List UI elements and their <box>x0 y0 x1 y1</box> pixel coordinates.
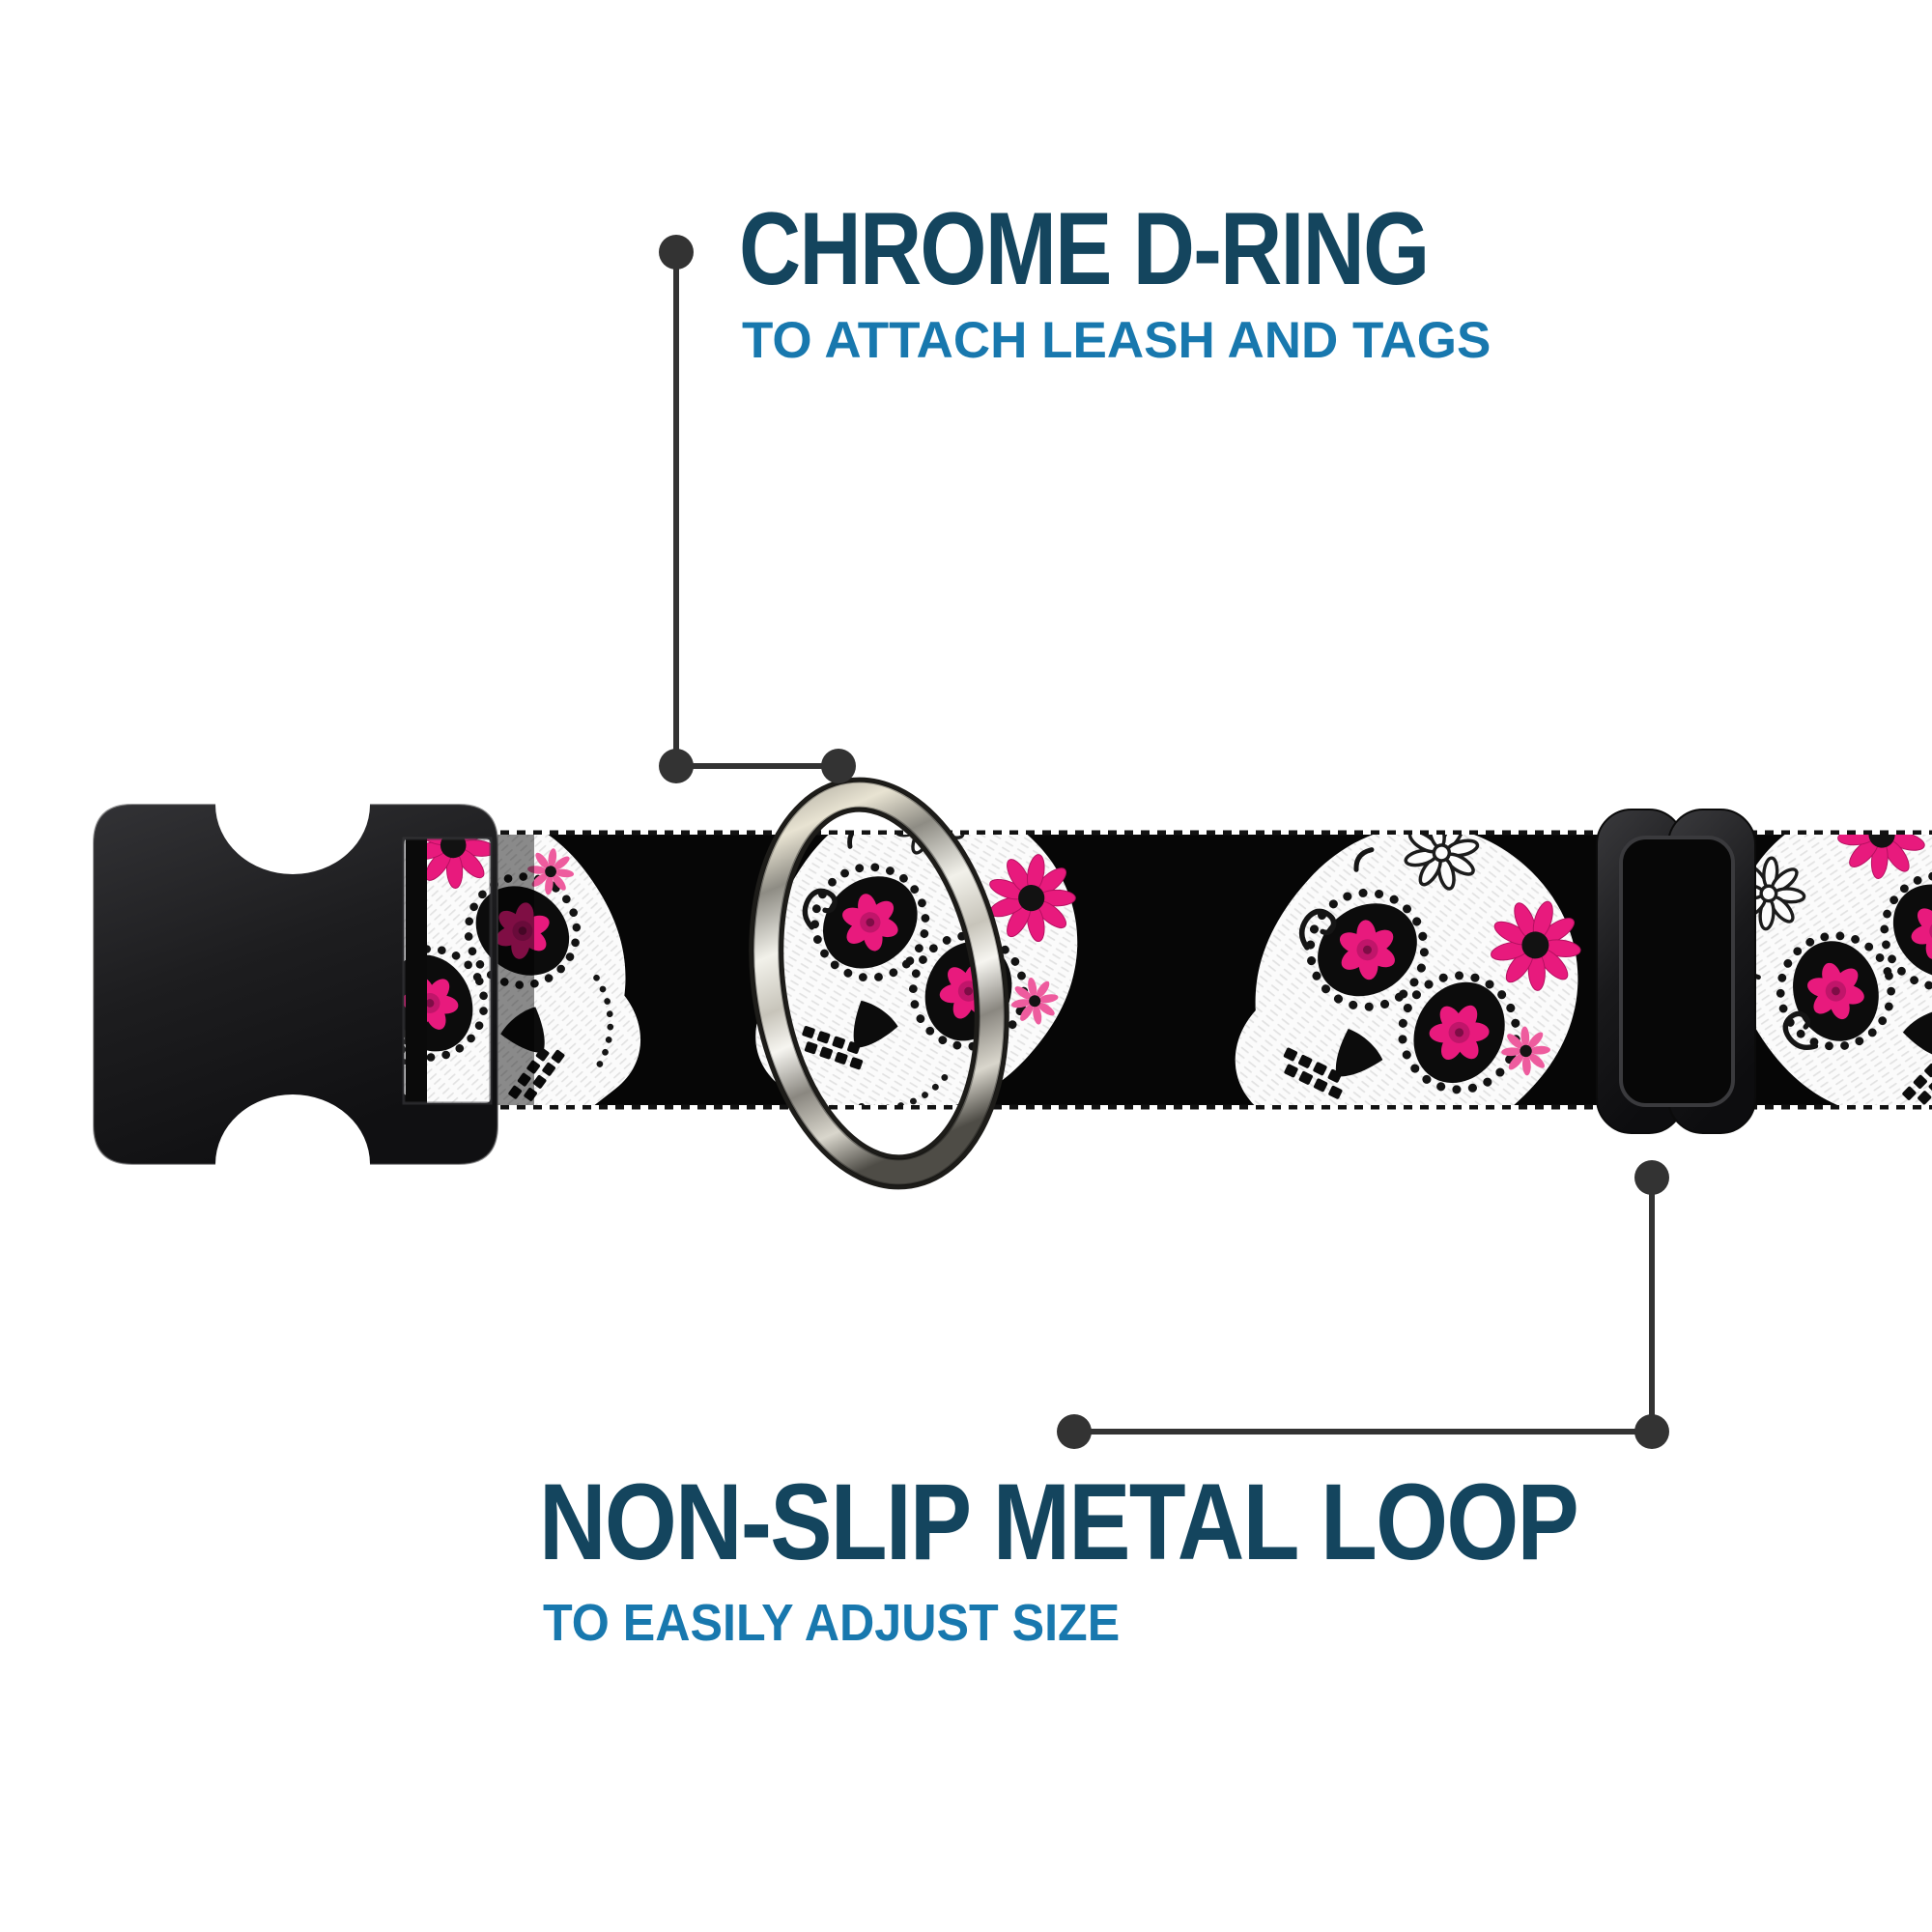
leader-dot <box>659 235 694 270</box>
side-release-buckle <box>93 735 534 1234</box>
leader-dot <box>659 749 694 783</box>
chrome-d-ring <box>749 777 1009 1190</box>
dring-callout-subtitle: TO ATTACH LEASH AND TAGS <box>742 312 1492 369</box>
dring-callout-title: CHROME D-RING <box>739 190 1430 306</box>
leader-dot <box>1634 1160 1669 1195</box>
leader-dot <box>1057 1414 1092 1449</box>
slider-metal-loop <box>1596 809 1756 1134</box>
loop-callout-title: NON-SLIP METAL LOOP <box>539 1462 1579 1582</box>
leader-dot <box>1634 1414 1669 1449</box>
buckle-slot <box>406 838 427 1103</box>
dring-leader <box>659 235 856 783</box>
loop-leader <box>1057 1160 1669 1449</box>
leader-dot <box>821 749 856 783</box>
loop-callout-subtitle: TO EASILY ADJUST SIZE <box>543 1594 1121 1652</box>
